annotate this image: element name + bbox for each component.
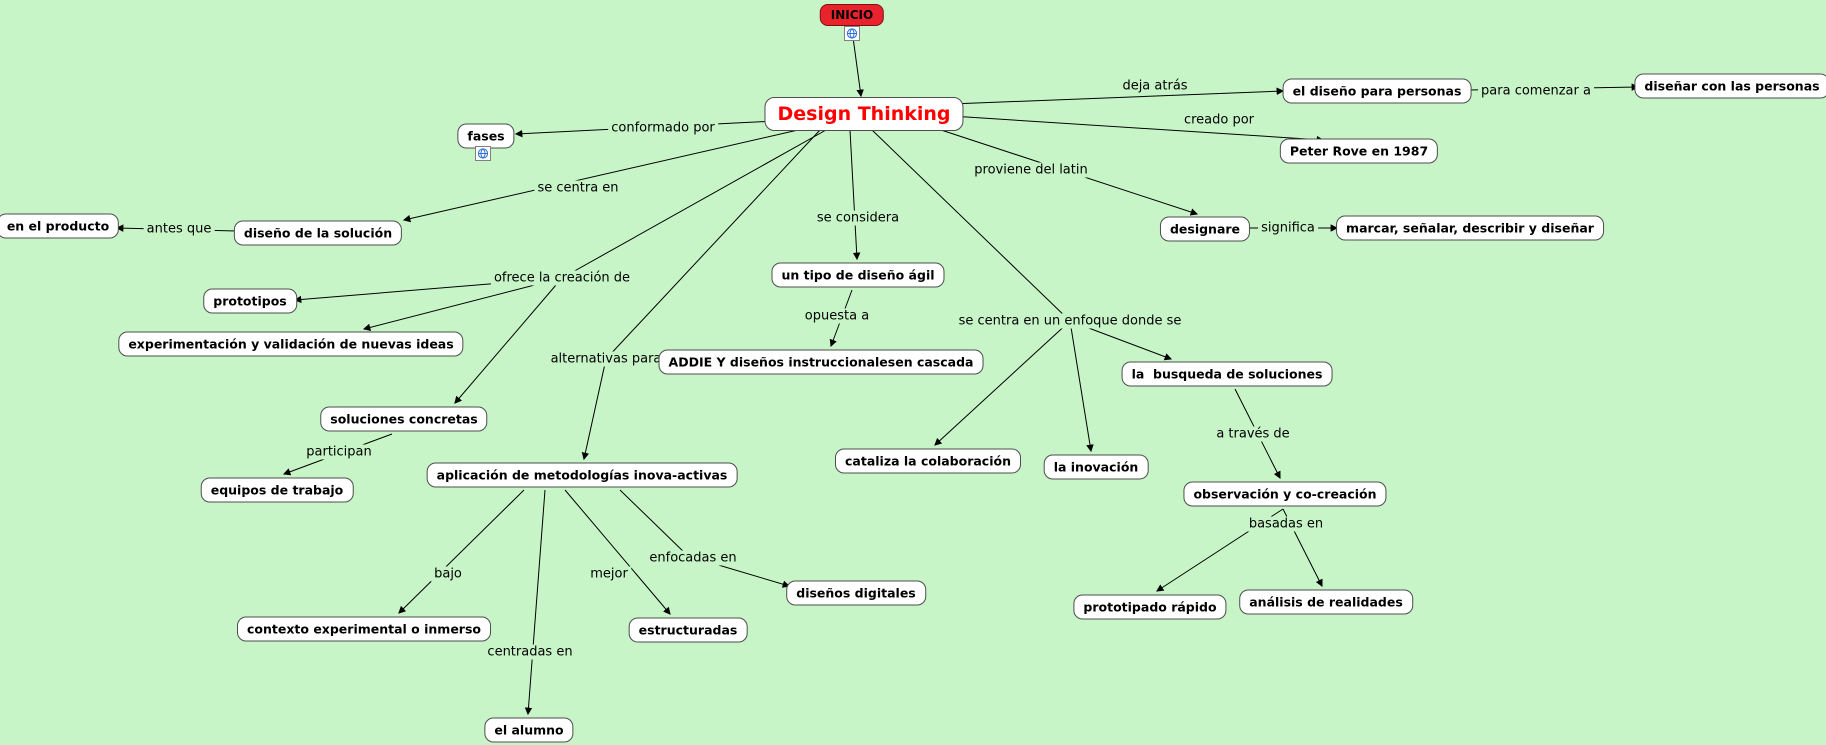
edge-dt-hub-enfoque	[871, 129, 1071, 322]
edge-dt-peter-rove	[950, 115, 1325, 144]
node-busqueda-soluciones[interactable]: la busqueda de soluciones	[1121, 361, 1333, 387]
resource-globe-icon-inicio[interactable]	[844, 26, 860, 45]
edge-dt-hub-ofrece	[561, 129, 827, 279]
link-label-enfocadas-en[interactable]: enfocadas en	[646, 550, 740, 566]
link-label-se-centra-en[interactable]: se centra en	[534, 180, 622, 196]
node-contexto-experimental[interactable]: contexto experimental o inmerso	[236, 616, 492, 642]
node-en-el-producto[interactable]: en el producto	[0, 213, 120, 239]
node-un-tipo-de-diseno-agil[interactable]: un tipo de diseño ágil	[771, 262, 945, 288]
node-analisis-realidades[interactable]: análisis de realidades	[1239, 589, 1413, 615]
edge-hub-inovacion	[1069, 320, 1094, 453]
edge-aplicacion-contexto	[398, 489, 525, 614]
link-label-participan[interactable]: participan	[303, 444, 375, 460]
link-label-conformado-por[interactable]: conformado por	[608, 120, 718, 136]
node-cataliza-colaboracion[interactable]: cataliza la colaboración	[835, 448, 1021, 474]
node-designare[interactable]: designare	[1159, 216, 1251, 242]
link-label-proviene-del-latin[interactable]: proviene del latin	[971, 162, 1091, 178]
node-addie-cascada[interactable]: ADDIE Y diseños instruccionalesen cascad…	[658, 349, 984, 375]
edge-hub-aplicacion	[581, 358, 607, 461]
node-observacion-co-creacion[interactable]: observación y co-creación	[1183, 481, 1387, 507]
node-prototipos[interactable]: prototipos	[203, 288, 297, 314]
edge-dt-diseno-para-personas	[950, 87, 1285, 105]
node-experimentacion-validacion[interactable]: experimentación y validación de nuevas i…	[118, 331, 464, 357]
node-el-alumno[interactable]: el alumno	[484, 717, 574, 743]
edge-inicio-design-thinking	[851, 29, 864, 98]
link-label-basadas-en[interactable]: basadas en	[1245, 516, 1327, 532]
node-inicio[interactable]: INICIO	[819, 4, 885, 26]
link-label-alternativas-para[interactable]: alternativas para	[547, 351, 665, 367]
link-label-a-traves-de[interactable]: a través de	[1213, 426, 1293, 442]
edge-hub-soluciones-concretas	[454, 277, 563, 404]
link-label-bajo[interactable]: bajo	[431, 566, 465, 582]
link-label-antes-que[interactable]: antes que	[143, 221, 215, 237]
node-equipos-de-trabajo[interactable]: equipos de trabajo	[200, 477, 354, 503]
resource-globe-icon-fases[interactable]	[475, 146, 491, 165]
node-el-diseno-para-personas[interactable]: el diseño para personas	[1282, 78, 1472, 104]
edge-aplicacion-bend-enfocadas	[619, 489, 689, 557]
edge-aplicacion-estructuradas	[564, 489, 671, 615]
link-label-mejor[interactable]: mejor	[587, 566, 631, 582]
node-diseno-de-la-solucion[interactable]: diseño de la solución	[233, 220, 403, 246]
node-design-thinking[interactable]: Design Thinking	[764, 97, 964, 131]
node-la-inovacion[interactable]: la inovación	[1043, 454, 1149, 480]
node-disenos-digitales[interactable]: diseños digitales	[786, 580, 926, 606]
node-fases[interactable]: fases	[457, 123, 515, 149]
link-label-opuesta-a[interactable]: opuesta a	[801, 308, 873, 324]
link-label-significa[interactable]: significa	[1258, 220, 1318, 236]
link-label-centradas-en[interactable]: centradas en	[484, 644, 576, 660]
link-label-se-centra-en-un-enfoque[interactable]: se centra en un enfoque donde se	[955, 313, 1185, 329]
node-disenar-con-las-personas[interactable]: diseñar con las personas	[1634, 73, 1826, 99]
node-marcar-senalar-describir[interactable]: marcar, señalar, describir y diseñar	[1336, 215, 1604, 241]
edge-hub-experimentacion	[362, 277, 563, 332]
node-prototipado-rapido[interactable]: prototipado rápido	[1073, 594, 1227, 620]
link-label-se-considera[interactable]: se considera	[813, 210, 903, 226]
edge-aplicacion-el-alumno	[524, 489, 546, 716]
link-label-creado-por[interactable]: creado por	[1180, 112, 1258, 128]
node-estructuradas[interactable]: estructuradas	[628, 617, 748, 643]
node-peter-rove-1987[interactable]: Peter Rove en 1987	[1279, 138, 1439, 164]
edge-dt-un-tipo	[849, 129, 861, 261]
edge-dt-hub-alternativas	[605, 129, 821, 360]
node-soluciones-concretas[interactable]: soluciones concretas	[320, 406, 488, 432]
link-label-ofrece-la-creacion-de[interactable]: ofrece la creación de	[490, 270, 634, 286]
node-aplicacion-metodologias[interactable]: aplicación de metodologías inova-activas	[426, 462, 738, 488]
link-label-deja-atras[interactable]: deja atrás	[1119, 78, 1191, 94]
edge-hub-cataliza	[934, 320, 1071, 446]
edge-dt-diseno-solucion	[402, 129, 799, 223]
link-label-para-comenzar-a[interactable]: para comenzar a	[1478, 83, 1594, 99]
